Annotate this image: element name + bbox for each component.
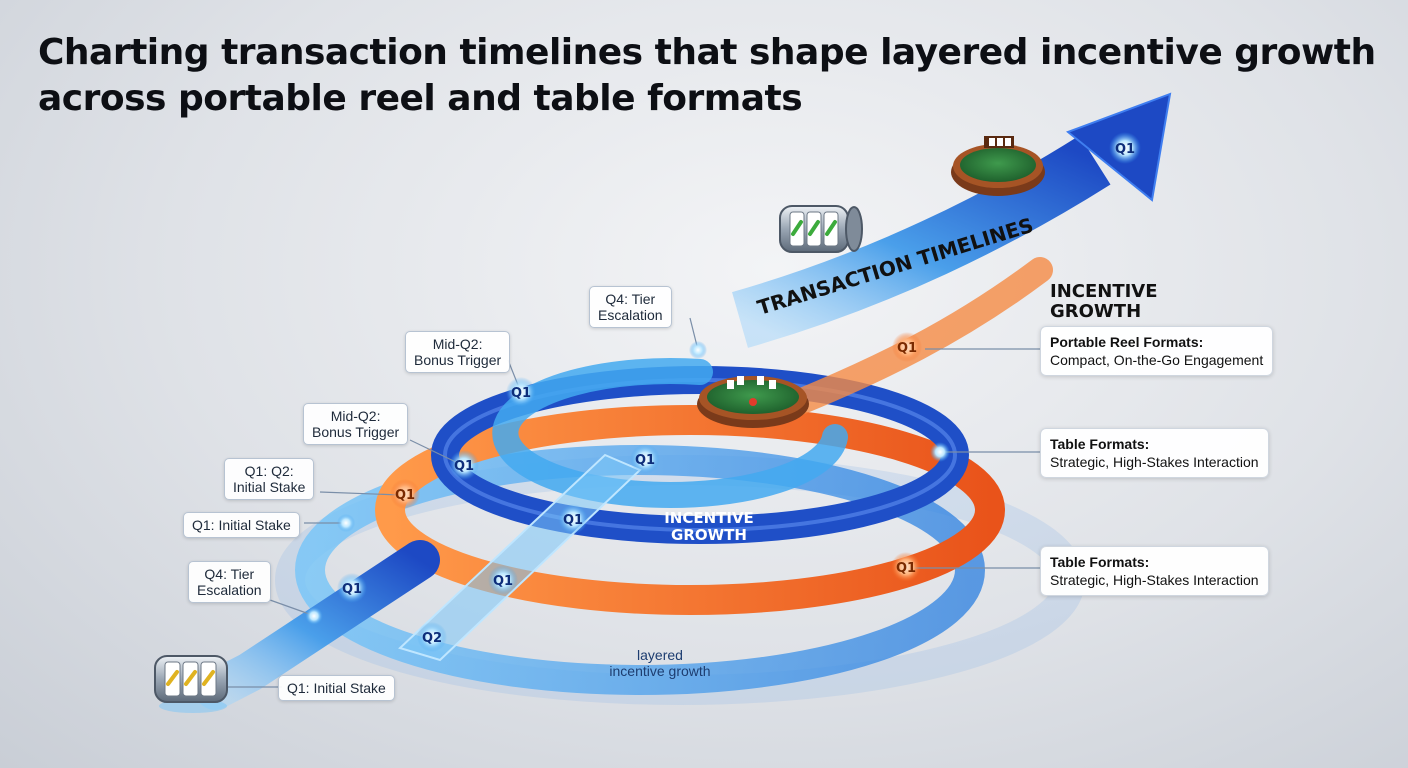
node-blue-center[interactable]: Q1 xyxy=(630,444,660,474)
info-table-1-desc: Strategic, High-Stakes Interaction xyxy=(1050,454,1259,470)
node-orange-upper[interactable]: Q1 xyxy=(892,332,922,362)
node-dot-top[interactable] xyxy=(689,341,707,359)
card-table-icon-center xyxy=(697,376,809,428)
node-strip-bottom[interactable]: Q2 xyxy=(417,622,447,652)
node-orange-left[interactable]: Q1 xyxy=(390,479,420,509)
svg-text:Q1: Q1 xyxy=(635,453,655,468)
info-portable-title: Portable Reel Formats: xyxy=(1050,334,1204,350)
info-table-formats-1: Table Formats: Strategic, High-Stakes In… xyxy=(1040,428,1269,478)
callout-mid-q2-bonus-lower: Mid-Q2: Bonus Trigger xyxy=(303,403,409,445)
callout-mid-q2-bonus-upper: Mid-Q2: Bonus Trigger xyxy=(405,331,511,373)
title-line-1: Charting transaction timelines that shap… xyxy=(38,32,1376,73)
center-label-line-2: GROWTH xyxy=(671,526,747,544)
svg-text:Q1: Q1 xyxy=(395,488,415,503)
slot-reel-icon xyxy=(779,205,863,253)
node-orange-right[interactable]: Q1 xyxy=(891,552,921,582)
ring-orange xyxy=(375,405,1005,615)
arrow-shaft xyxy=(732,135,1111,348)
node-dot-right[interactable] xyxy=(930,442,950,462)
slot-reel-icon-bottom xyxy=(154,655,228,713)
node-dot-mid[interactable] xyxy=(337,514,355,532)
info-portable-desc: Compact, On-the-Go Engagement xyxy=(1050,352,1264,368)
node-blue-lower-center[interactable]: Q1 xyxy=(558,504,588,534)
bottom-label-line-1: layered xyxy=(637,647,683,663)
node-blue-lower-left[interactable]: Q1 xyxy=(337,573,367,603)
ring-upper-blue xyxy=(492,357,848,508)
timeline-nodes: Q1 Q1 Q1 Q1 Q1 Q1 Q1 Q1 xyxy=(305,132,1141,652)
info-table-2-title: Table Formats: xyxy=(1050,554,1150,570)
bottom-label-line-2: incentive growth xyxy=(609,663,710,679)
node-strip-lower[interactable]: Q1 xyxy=(488,565,518,595)
card-table-icon xyxy=(951,136,1045,196)
callout-q1-q2-initial-stake: Q1: Q2: Initial Stake xyxy=(224,458,315,500)
page-title: Charting transaction timelines that shap… xyxy=(38,30,1376,122)
svg-text:Q2: Q2 xyxy=(422,631,442,646)
svg-text:Q1: Q1 xyxy=(454,459,474,474)
svg-text:Q1: Q1 xyxy=(493,574,513,589)
node-arrow-tip[interactable]: Q1 xyxy=(1109,132,1141,164)
node-blue-upper-left[interactable]: Q1 xyxy=(506,377,536,407)
info-table-formats-2: Table Formats: Strategic, High-Stakes In… xyxy=(1040,546,1269,596)
incentive-heading-line-2: GROWTH xyxy=(1050,301,1142,322)
svg-text:Q1: Q1 xyxy=(563,513,583,528)
info-table-1-title: Table Formats: xyxy=(1050,436,1150,452)
svg-text:Q1: Q1 xyxy=(896,561,916,576)
callout-q1-initial-stake-mid: Q1: Initial Stake xyxy=(183,512,300,538)
callout-q1-initial-stake-bottom: Q1: Initial Stake xyxy=(278,675,395,701)
incentive-growth-heading: INCENTIVE GROWTH xyxy=(1050,282,1158,322)
node-blue-mid-left[interactable]: Q1 xyxy=(449,450,479,480)
svg-text:Q1: Q1 xyxy=(511,386,531,401)
incentive-heading-line-1: INCENTIVE xyxy=(1050,281,1158,302)
svg-text:Q1: Q1 xyxy=(1115,142,1135,157)
info-portable-reel-formats: Portable Reel Formats: Compact, On-the-G… xyxy=(1040,326,1274,376)
svg-text:Q1: Q1 xyxy=(342,582,362,597)
center-label-line-1: INCENTIVE xyxy=(664,509,754,527)
node-dot-low[interactable] xyxy=(305,607,323,625)
info-table-2-desc: Strategic, High-Stakes Interaction xyxy=(1050,572,1259,588)
svg-text:Q1: Q1 xyxy=(897,341,917,356)
callout-q4-tier-escalation-top: Q4: Tier Escalation xyxy=(589,286,672,328)
title-line-2: across portable reel and table formats xyxy=(38,78,803,119)
callout-q4-tier-escalation-lower: Q4: Tier Escalation xyxy=(188,561,271,603)
